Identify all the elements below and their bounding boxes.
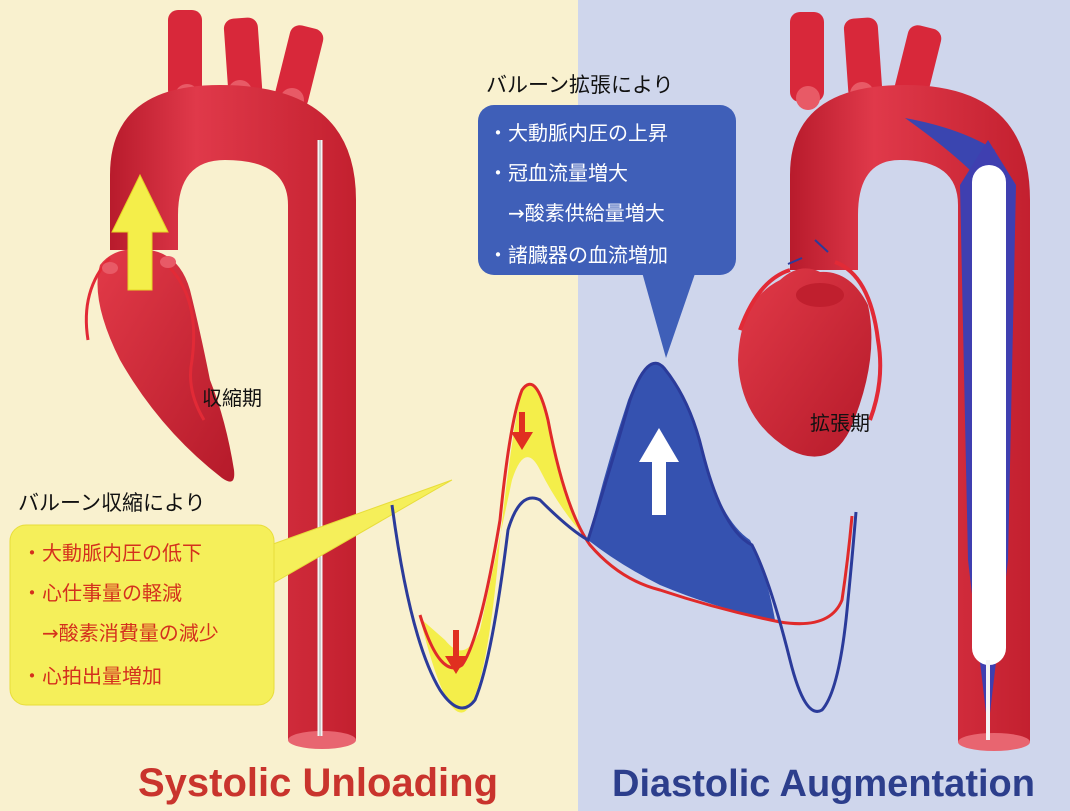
diastole-label: 拡張期 — [810, 411, 870, 435]
right-callout-item: ・諸臓器の血流増加 — [488, 243, 668, 267]
right-callout-item: →酸素供給量増大 — [488, 201, 665, 225]
right-callout-item: ・冠血流量増大 — [488, 161, 628, 185]
left-callout-item: ・心拍出量増加 — [22, 664, 162, 688]
right-callout-item: ・大動脈内圧の上昇 — [488, 121, 668, 145]
left-callout-heading: バルーン収縮により — [18, 491, 206, 515]
left-callout-item: →酸素消費量の減少 — [22, 621, 219, 645]
diastolic-augmentation-title: Diastolic Augmentation — [612, 763, 1035, 805]
right-callout-heading: バルーン拡張により — [486, 73, 674, 97]
left-callout-item: ・大動脈内圧の低下 — [22, 541, 202, 565]
systole-label: 収縮期 — [202, 386, 262, 410]
systolic-unloading-title: Systolic Unloading — [138, 761, 498, 805]
left-callout-item: ・心仕事量の軽減 — [22, 581, 182, 605]
